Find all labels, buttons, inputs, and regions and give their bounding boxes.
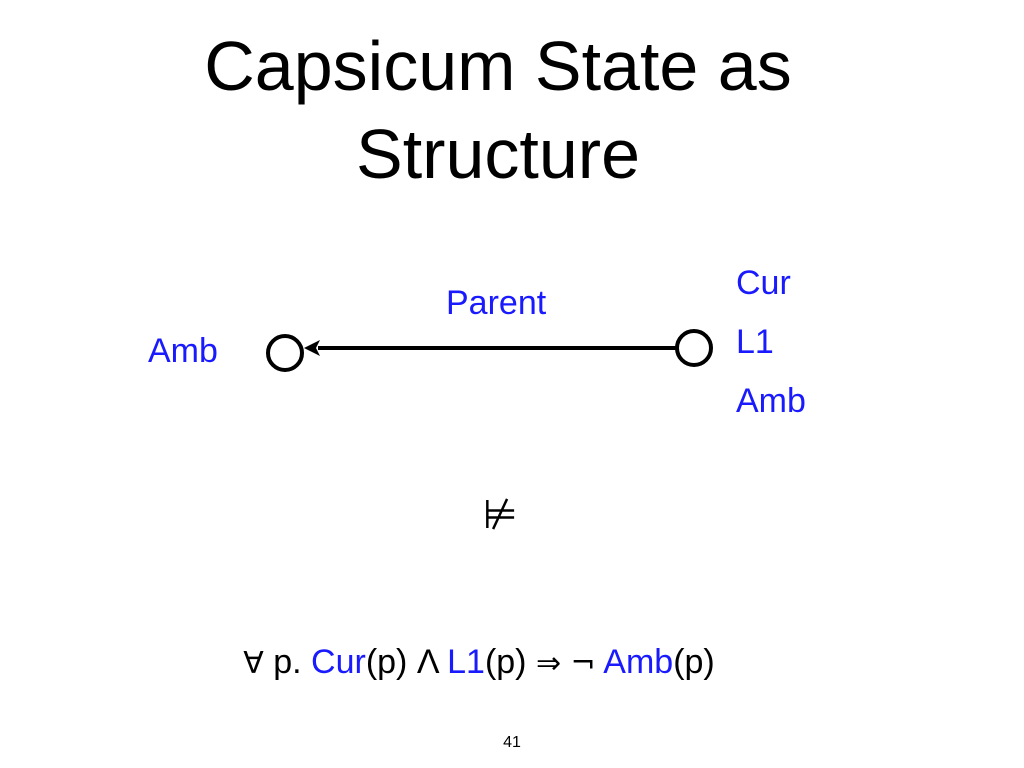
edge-arrowhead xyxy=(304,340,320,356)
formula-arg-2: (p) xyxy=(484,643,536,681)
not-symbol: ¬ xyxy=(570,646,596,681)
title-line-2: Structure xyxy=(356,115,640,193)
formula-pred-amb: Amb xyxy=(603,643,674,681)
formula-arg-3: (p) xyxy=(673,643,715,681)
formula-space xyxy=(561,643,570,681)
right-node-label-amb: Amb xyxy=(736,382,806,420)
page-number: 41 xyxy=(503,734,521,751)
does-not-satisfy-symbol: ⊭ xyxy=(482,492,518,538)
left-node xyxy=(266,334,304,372)
formula: ∀ p. Cur(p) Λ L1(p) ⇒ ¬ Amb(p) xyxy=(0,642,958,684)
left-node-label: Amb xyxy=(148,332,218,370)
forall-symbol: ∀ xyxy=(243,646,264,681)
slide-title: Capsicum State as Structure xyxy=(0,22,996,198)
implies-symbol: ⇒ xyxy=(535,646,562,681)
formula-space xyxy=(438,643,447,681)
formula-pred-cur: Cur xyxy=(311,643,366,681)
right-node xyxy=(675,329,713,367)
edge-label-parent: Parent xyxy=(446,284,547,322)
and-symbol: Λ xyxy=(416,643,438,681)
right-node-label-l1: L1 xyxy=(736,323,774,361)
right-node-label-cur: Cur xyxy=(736,264,791,302)
formula-variable: p. xyxy=(263,643,312,681)
formula-arg-1: (p) xyxy=(365,643,417,681)
formula-pred-l1: L1 xyxy=(447,643,485,681)
title-line-1: Capsicum State as xyxy=(204,27,792,105)
